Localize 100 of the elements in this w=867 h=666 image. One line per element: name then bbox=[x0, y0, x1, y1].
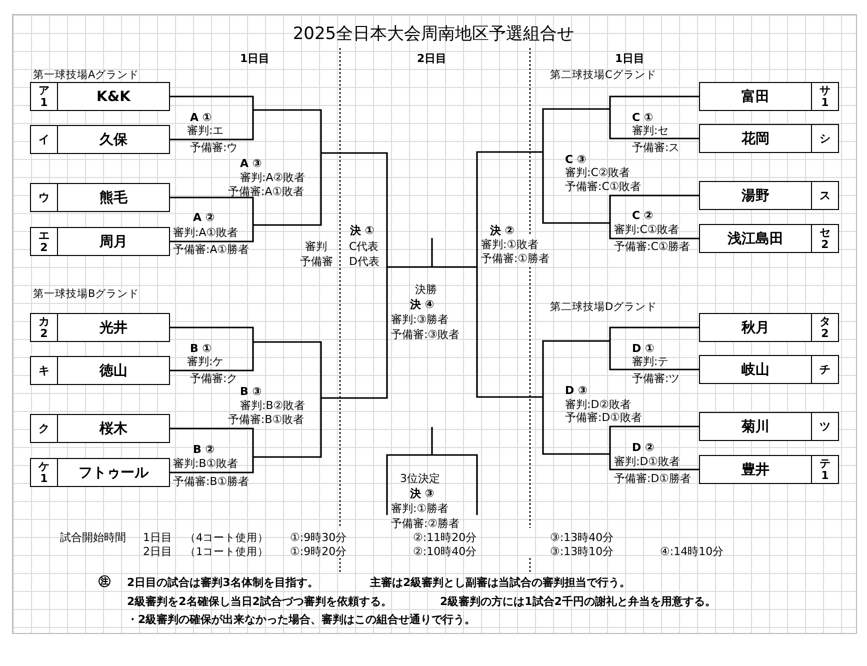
schedule-text: ①:9時30分 bbox=[290, 531, 347, 545]
bracket-line bbox=[609, 109, 699, 140]
team-box bbox=[699, 124, 839, 153]
bracket-line bbox=[542, 152, 610, 224]
ground-label: 第二球技場Dグランド bbox=[550, 300, 658, 314]
team-code: ケ bbox=[38, 460, 50, 472]
seed-number: 1 bbox=[40, 472, 48, 484]
referee-assignment: 予備審:A①敗者 bbox=[228, 185, 304, 198]
team-name: 徳山 bbox=[100, 362, 128, 380]
bracket-line bbox=[542, 340, 610, 397]
referee-assignment: 審判:D②敗者 bbox=[565, 398, 632, 411]
match-title: D ② bbox=[632, 441, 654, 454]
team-name: 熊毛 bbox=[100, 188, 128, 206]
referee-assignment: 審判:①勝者 bbox=[391, 502, 449, 515]
team-code: セ bbox=[820, 226, 830, 238]
title: 2025全日本大会周南地区予選組合せ bbox=[292, 23, 576, 45]
team-code: シ bbox=[820, 132, 830, 144]
team-code: タ bbox=[820, 316, 830, 328]
match-title: 決 ④ bbox=[410, 298, 434, 311]
team-box bbox=[30, 313, 170, 342]
team-name: 浅江島田 bbox=[728, 230, 784, 248]
schedule-text: 試合開始時間 bbox=[60, 531, 126, 545]
bracket-line bbox=[321, 152, 388, 267]
team-box bbox=[30, 356, 170, 385]
team-code: ク bbox=[38, 422, 50, 434]
referee-assignment: 予備審:B①敗者 bbox=[228, 413, 304, 426]
schedule-text: ②:10時40分 bbox=[413, 545, 477, 559]
team-box bbox=[30, 82, 170, 111]
team-box bbox=[30, 414, 170, 443]
referee-assignment: 予備審:ク bbox=[190, 372, 238, 385]
team-box bbox=[30, 458, 170, 487]
note-text: ・2級審判の確保が出来なかった場合、審判はこの組合せ通りで行う。 bbox=[127, 613, 476, 627]
team-box bbox=[699, 313, 839, 342]
team-name: 久保 bbox=[100, 130, 128, 148]
round-name: 決勝 bbox=[415, 283, 437, 296]
match-title: B ② bbox=[193, 443, 215, 456]
referee-assignment: 審判:セ bbox=[632, 124, 669, 137]
bracket-line bbox=[170, 457, 254, 474]
round-name: 3位決定 bbox=[400, 472, 440, 485]
team-name: 岐山 bbox=[742, 360, 770, 378]
referee-assignment: 予備審:②勝者 bbox=[391, 517, 460, 530]
referee-assignment: 審判:エ bbox=[187, 124, 224, 137]
match-title: D ③ bbox=[565, 384, 588, 397]
bracket-line bbox=[321, 267, 388, 399]
referee-assignment: 予備審:A①勝者 bbox=[173, 243, 250, 256]
referee-assignment: 審判:B①敗者 bbox=[173, 457, 238, 470]
referee-assignment: 予備審:ス bbox=[632, 141, 680, 154]
team-name: 豊井 bbox=[742, 460, 770, 478]
bracket-line bbox=[170, 428, 254, 457]
ground-label: 第一球技場Bグランド bbox=[33, 287, 140, 301]
match-title: 決 ① bbox=[350, 224, 374, 237]
team-box bbox=[699, 224, 839, 253]
referee-assignment: 予備審:ツ bbox=[632, 372, 680, 385]
team-name: 富田 bbox=[742, 88, 770, 106]
ground-label: 第二球技場Cグランド bbox=[550, 68, 656, 82]
day-header: 2日目 bbox=[417, 52, 447, 66]
bracket-line bbox=[609, 223, 699, 240]
team-code: エ bbox=[38, 230, 50, 242]
match-title: C ③ bbox=[565, 153, 586, 166]
referee-assignment: 審判:ケ bbox=[187, 355, 224, 368]
schedule-text: （1コート使用） bbox=[185, 545, 269, 559]
referee-assignment: 審判:D①敗者 bbox=[614, 455, 680, 468]
bracket-line bbox=[170, 326, 254, 342]
bracket-line bbox=[542, 397, 610, 455]
referee-assignment: 審判:①敗者 bbox=[481, 238, 539, 251]
schedule-text: 1日目 bbox=[143, 531, 172, 545]
team-box bbox=[699, 355, 839, 384]
referee-assignment: 予備審:C①勝者 bbox=[614, 240, 690, 253]
bracket-line bbox=[476, 267, 543, 398]
match-title: A ③ bbox=[240, 157, 262, 170]
team-name: フトゥール bbox=[78, 464, 148, 482]
schedule-text: ②:11時20分 bbox=[413, 531, 477, 545]
referee-assignment: 審判:③勝者 bbox=[391, 313, 449, 326]
bracket-line bbox=[609, 454, 699, 470]
team-name: 花岡 bbox=[742, 130, 770, 148]
team-code: ア bbox=[38, 84, 50, 96]
bracket-line bbox=[253, 153, 322, 226]
bracket-line bbox=[170, 225, 254, 242]
referee-assignment: 審判:B②敗者 bbox=[240, 399, 306, 412]
note-text: 2日目の試合は審判3名体制を目指す。 bbox=[127, 576, 318, 590]
team-code: ス bbox=[820, 190, 830, 202]
referee-assignment: 審判:テ bbox=[632, 355, 669, 368]
match-title: 決 ③ bbox=[410, 487, 434, 500]
team-box bbox=[30, 125, 170, 154]
team-code: キ bbox=[38, 364, 50, 376]
match-title: C ① bbox=[632, 111, 654, 124]
schedule-text: ①:9時20分 bbox=[290, 545, 347, 559]
seed-number: 1 bbox=[40, 96, 48, 108]
bracket-line bbox=[170, 196, 254, 225]
schedule-text: 2日目 bbox=[143, 545, 172, 559]
team-box bbox=[30, 183, 170, 212]
referee-assignment: 予備審:①勝者 bbox=[481, 252, 550, 265]
bracket-line bbox=[431, 266, 477, 268]
team-code: イ bbox=[38, 134, 50, 146]
day-header: 1日目 bbox=[240, 52, 270, 66]
bracket-line bbox=[253, 341, 322, 398]
referee-assignment: 予備審:D①勝者 bbox=[614, 472, 692, 485]
match-title: D ① bbox=[632, 342, 654, 355]
team-name: 桜木 bbox=[100, 420, 128, 438]
referee-assignment: C代表 bbox=[349, 240, 379, 253]
